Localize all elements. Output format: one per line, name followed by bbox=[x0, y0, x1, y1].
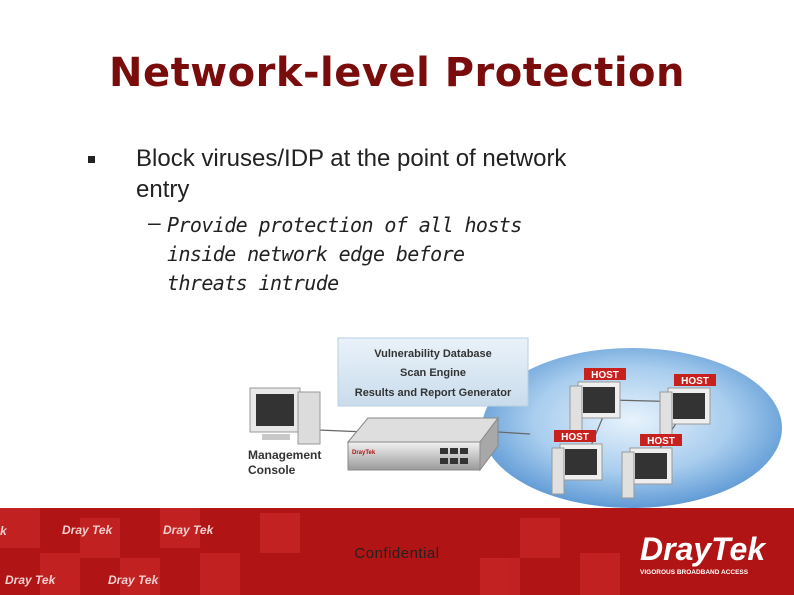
watermark-k: k bbox=[0, 524, 8, 538]
watermark-4: Dray Tek bbox=[108, 573, 160, 587]
bullet-text: Block viruses/IDP at the point of networ… bbox=[136, 145, 567, 203]
link-router-cloud bbox=[497, 431, 531, 435]
console-label-1: Management bbox=[248, 448, 321, 462]
sub-bullet-dash: – bbox=[148, 211, 161, 235]
host-4 bbox=[621, 434, 682, 499]
panel-line-1: Vulnerability Database bbox=[374, 348, 492, 360]
console-label-2: Console bbox=[248, 463, 296, 477]
confidential-label: Confidential bbox=[354, 545, 440, 562]
management-console bbox=[249, 387, 321, 445]
host-3 bbox=[551, 430, 603, 495]
watermark-2: Dray Tek bbox=[163, 523, 215, 537]
footer-pattern: k Dray Tek Dray Tek Dray Tek Dray Tek bbox=[0, 508, 620, 595]
logo-name: DrayTek bbox=[640, 531, 767, 567]
watermark-3: Dray Tek bbox=[5, 573, 57, 587]
host-2 bbox=[659, 374, 716, 439]
network-diagram: Vulnerability Database Scan Engine Resul… bbox=[248, 337, 782, 508]
footer-band: k Dray Tek Dray Tek Dray Tek Dray Tek bbox=[0, 508, 794, 595]
host-label-1: HOST bbox=[591, 370, 619, 381]
logo-tagline: VIGOROUS BROADBAND ACCESS bbox=[640, 569, 749, 576]
router bbox=[346, 416, 499, 472]
watermark-1: Dray Tek bbox=[62, 523, 114, 537]
panel-line-2: Scan Engine bbox=[400, 367, 466, 379]
bullet-marker bbox=[88, 156, 95, 163]
host-label-2: HOST bbox=[681, 376, 709, 387]
router-brand: DrayTek bbox=[352, 450, 376, 456]
draytek-logo: DrayTek VIGOROUS BROADBAND ACCESS bbox=[628, 524, 786, 580]
sub-bullet-text: Provide protection of all hosts inside n… bbox=[167, 213, 522, 295]
panel-line-3: Results and Report Generator bbox=[355, 387, 512, 399]
host-label-3: HOST bbox=[561, 432, 589, 443]
host-1 bbox=[569, 368, 626, 433]
info-panel bbox=[337, 337, 529, 407]
host-label-4: HOST bbox=[647, 436, 675, 447]
slide-title: Network-level Protection bbox=[108, 50, 686, 96]
